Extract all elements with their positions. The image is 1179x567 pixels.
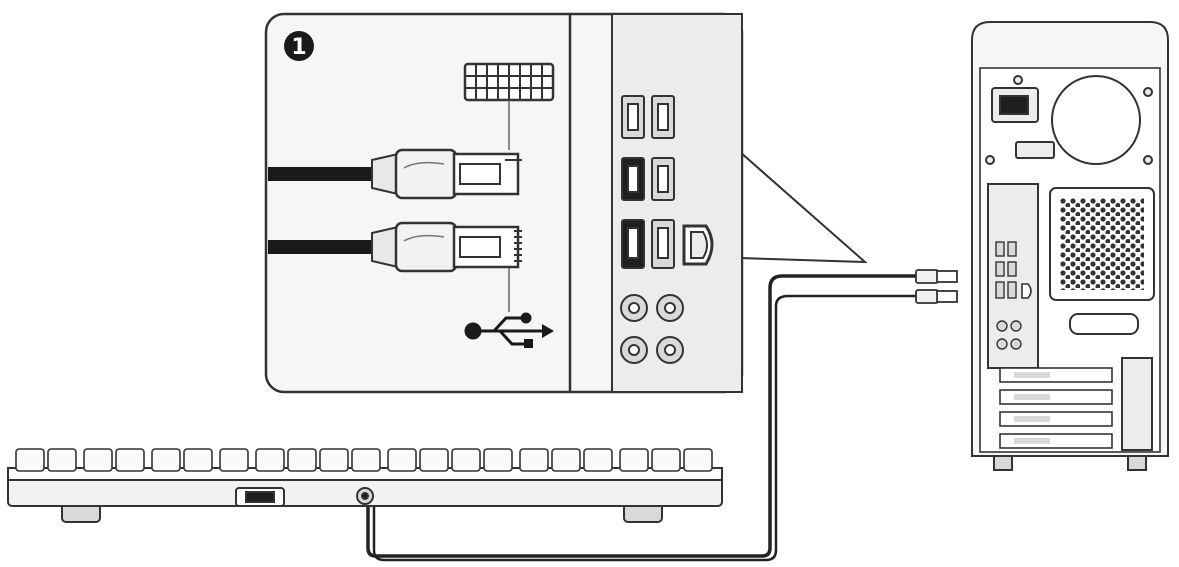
step-badge: 1 [284,31,314,61]
usb-connector-passthrough [268,221,522,312]
keyboard [7,448,723,523]
usb-connector-keyboard [268,148,522,200]
usb-trident-icon [464,312,554,348]
rear-io-plate [611,13,743,393]
step-number: 1 [291,35,306,60]
small-usb-plugs [915,269,958,304]
fan-grille [1060,198,1144,290]
usb-cable [366,274,918,562]
pc-tower [971,21,1169,471]
keyboard-grid-icon [463,62,555,150]
callout-pointer [739,149,868,264]
rear-io-ports [620,95,714,364]
zoom-callout: 1 [264,12,868,394]
